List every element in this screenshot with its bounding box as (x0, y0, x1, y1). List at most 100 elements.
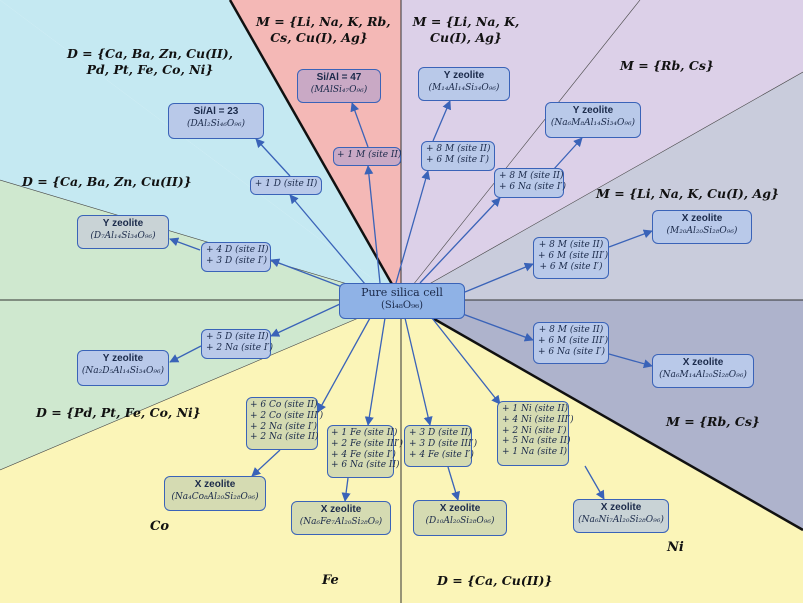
si47-box: Si/Al = 47 (MAlSi₄₇O₉₆) (297, 69, 381, 103)
substitution-line: + 3 D (site III′) (409, 438, 478, 449)
sector-6 (401, 0, 803, 300)
x-rbcs-title: X zeolite (682, 357, 724, 368)
y-left-box: Y zeolite (D₇Al₁₄Si₃₄O₉₆) (77, 215, 169, 249)
substitution-line: + 6 M (site I′) (426, 154, 489, 165)
substitution-line: + 2 Na (site II) (250, 432, 319, 443)
center-title: Pure silica cell (361, 286, 443, 299)
label-co: Co (150, 519, 170, 534)
arrow (464, 262, 534, 293)
substitution-line: + 1 Ni (site II) (502, 404, 569, 414)
x-ni-formula: (Na₆Ni₇Al₂₀Si₂₈O₉₆) (578, 514, 664, 525)
x-rbcs-formula: (Na₆M₁₄Al₂₀Si₂₈O₉₆) (659, 369, 747, 380)
substitution-line: + 6 Na (site I′) (538, 346, 606, 357)
label-bottom-right: M = {Rb, Cs} (666, 414, 760, 429)
x-co-box: X zeolite (Na₄Co₈Al₂₀Si₂₈O₉₆) (164, 476, 266, 511)
sub-four-d: + 4 D (site II)+ 3 D (site I′) (201, 242, 271, 272)
si47-formula: (MAlSi₄₇O₉₆) (310, 84, 368, 95)
substitution-line: + 3 D (site I′) (206, 255, 267, 266)
arrow (270, 303, 341, 337)
y-top-formula: (M₁₄Al₁₄Si₃₄O₉₆) (428, 82, 500, 93)
label-top-red: M = {Li, Na, K, Rb, Cs, Cu(I), Ag} (256, 14, 391, 45)
divider-line (400, 298, 803, 532)
sub-d10: + 3 D (site II)+ 3 D (site III′)+ 4 Fe (… (404, 425, 478, 467)
sub-eight-m-top: + 8 M (site II)+ 6 M (site I′) (421, 141, 495, 171)
substitution-line: + 8 M (site II) (538, 325, 604, 335)
substitution-line: + 5 D (site II) (206, 332, 269, 342)
x-rbcs-box: X zeolite (Na₆M₁₄Al₂₀Si₂₈O₉₆) (652, 354, 754, 388)
x-d-formula: (D₁₀Al₂₀Si₂₈O₉₆) (425, 515, 495, 526)
x-right-formula: (M₂₀Al₂₀Si₂₈O₉₆) (666, 225, 738, 236)
y-right-box: Y zeolite (Na₆M₈Al₁₄Si₃₄O₉₆) (545, 102, 641, 138)
sub-co: + 6 Co (site II)+ 2 Co (site III′)+ 2 Na… (246, 397, 323, 450)
arrow (395, 170, 431, 284)
divider-line (0, 179, 402, 301)
substitution-line: + 6 M (site III′) (538, 250, 609, 261)
arrow (584, 465, 605, 500)
substitution-line: + 1 Na (site I) (502, 447, 567, 458)
arrow (459, 312, 534, 342)
arrow (317, 317, 371, 413)
x-ni-title: X zeolite (600, 502, 642, 513)
sub-fe: + 1 Fe (site II)+ 2 Fe (site III′)+ 4 Fe… (327, 425, 403, 478)
sector-1 (0, 0, 401, 300)
center-box: Pure silica cell (Si₄₈O₉₆) (339, 283, 465, 319)
divider-line (0, 299, 402, 471)
label-ni: Ni (667, 540, 684, 555)
arrow (169, 237, 201, 251)
arrow (350, 102, 369, 148)
substitution-line: + 8 M (site II) (499, 171, 564, 181)
si23-box: Si/Al = 23 (DAl₂Si₄₆O₉₆) (168, 103, 264, 139)
si23-title: Si/Al = 23 (193, 106, 239, 117)
sub-ni: + 1 Ni (site II)+ 4 Ni (site III′)+ 2 Ni… (497, 401, 574, 466)
divider-line (400, 0, 641, 301)
label-bottom-left: D = {Pd, Pt, Fe, Co, Ni} (36, 405, 201, 420)
x-fe-title: X zeolite (320, 504, 362, 515)
substitution-line: + 1 M (site II) (337, 150, 402, 160)
substitution-line: + 4 Fe (site I′) (409, 449, 474, 460)
arrow (364, 165, 381, 284)
x-fe-formula: (Na₆Fe₇Al₂₀Si₂₈O₉) (299, 516, 383, 527)
substitution-line: + 5 Na (site II) (502, 436, 571, 447)
substitution-line: + 6 Co (site II) (250, 400, 318, 410)
x-right-box: X zeolite (M₂₀Al₂₀Si₂₈O₉₆) (652, 210, 752, 244)
si23-formula: (DAl₂Si₄₆O₉₆) (186, 118, 246, 129)
arrow (608, 229, 653, 248)
x-d-title: X zeolite (439, 503, 481, 514)
arrow (419, 197, 501, 284)
y-left-formula: (D₇Al₁₄Si₃₄O₉₆) (90, 230, 156, 241)
y-right-formula: (Na₆M₈Al₁₄Si₃₄O₉₆) (550, 117, 636, 128)
substitution-line: + 1 Fe (site II) (331, 428, 398, 438)
substitution-line: + 4 Fe (site I′) (331, 449, 396, 460)
arrow (289, 194, 366, 285)
sub-one-m: + 1 M (site II) (333, 147, 402, 166)
substitution-line: + 2 Na (site I′) (250, 421, 318, 432)
label-top-right: M = {Rb, Cs} (620, 58, 714, 73)
substitution-line: + 6 Na (site II) (331, 460, 400, 471)
sub-one-d: + 1 D (site II) (250, 176, 322, 195)
arrow (270, 258, 351, 291)
substitution-line: + 6 M (site I′) (539, 261, 603, 272)
sub-five-d: + 5 D (site II)+ 2 Na (site I′) (201, 329, 273, 359)
label-fe: Fe (322, 573, 339, 588)
divider-line (228, 0, 403, 301)
sub-m20: + 8 M (site II)+ 6 M (site III′)+ 6 M (s… (533, 237, 609, 279)
divider-line (400, 71, 803, 301)
substitution-line: + 1 D (site II) (254, 179, 318, 189)
x-right-title: X zeolite (681, 213, 723, 224)
x-ni-box: X zeolite (Na₆Ni₇Al₂₀Si₂₈O₉₆) (573, 499, 669, 533)
arrow (341, 477, 351, 502)
substitution-line: + 6 Na (site I′) (499, 181, 567, 192)
substitution-line: + 3 D (site II) (409, 428, 472, 438)
sub-m14: + 8 M (site II)+ 6 M (site III′)+ 6 Na (… (533, 322, 609, 364)
y-top-title: Y zeolite (443, 70, 485, 81)
substitution-line: + 6 M (site III′) (538, 335, 609, 346)
arrow (447, 466, 460, 501)
arrow (431, 317, 501, 405)
substitution-line: + 8 M (site II) (426, 144, 491, 154)
label-bottom-center: D = {Ca, Cu(II)} (437, 573, 553, 588)
arrow (255, 138, 291, 177)
arrow (169, 345, 202, 363)
substitution-line: + 8 M (site II) (538, 240, 604, 250)
center-formula: (Si₄₈O₉₆) (380, 299, 424, 311)
